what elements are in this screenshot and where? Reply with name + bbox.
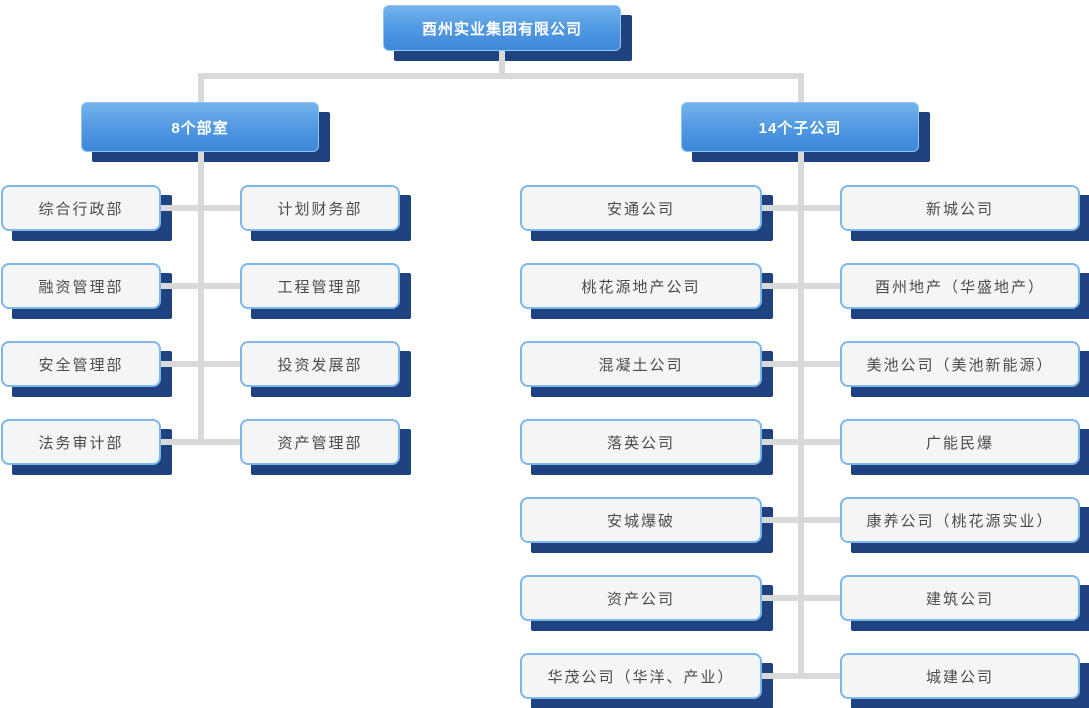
subsidiary-label: 美池公司（美池新能源） <box>866 356 1054 374</box>
connector-trunk-subsidiaries <box>798 79 804 679</box>
connector-trunk-departments <box>198 79 204 445</box>
subsidiary-node: 桃花源地产公司 <box>520 263 773 319</box>
root-node: 酉州实业集团有限公司 <box>383 5 632 61</box>
subsidiary-node: 城建公司 <box>840 653 1089 708</box>
subsidiary-label: 城建公司 <box>925 668 994 686</box>
department-label: 资产管理部 <box>277 434 363 452</box>
subsidiary-node: 酉州地产（华盛地产） <box>840 263 1089 319</box>
department-label: 安全管理部 <box>38 356 124 374</box>
department-node: 综合行政部 <box>1 185 172 241</box>
connector-dept-row <box>161 205 240 211</box>
subsidiary-node: 混凝土公司 <box>520 341 773 397</box>
root-node-label: 酉州实业集团有限公司 <box>421 20 582 38</box>
connector-sub-row <box>762 439 840 445</box>
subsidiary-label: 安城爆破 <box>606 512 675 530</box>
subsidiary-label: 广能民爆 <box>925 434 994 452</box>
department-node: 资产管理部 <box>240 419 411 475</box>
department-node: 安全管理部 <box>1 341 172 397</box>
department-label: 计划财务部 <box>277 200 363 218</box>
subsidiary-node: 安城爆破 <box>520 497 773 553</box>
subsidiary-label: 新城公司 <box>925 200 994 218</box>
department-node: 投资发展部 <box>240 341 411 397</box>
subsidiary-node: 康养公司（桃花源实业） <box>840 497 1089 553</box>
connector-top-horizontal <box>198 73 804 79</box>
connector-sub-row <box>762 673 840 679</box>
subsidiary-label: 建筑公司 <box>925 590 994 608</box>
subsidiary-label: 桃花源地产公司 <box>581 278 701 296</box>
subsidiary-node: 落英公司 <box>520 419 773 475</box>
department-label: 投资发展部 <box>277 356 363 374</box>
departments-group-node: 8个部室 <box>81 102 330 162</box>
subsidiaries-group-node: 14个子公司 <box>681 102 930 162</box>
subsidiary-label: 华茂公司（华洋、产业） <box>547 668 735 686</box>
subsidiary-label: 混凝土公司 <box>598 356 684 374</box>
department-node: 计划财务部 <box>240 185 411 241</box>
departments-group-label: 8个部室 <box>171 119 229 137</box>
subsidiaries-group-label: 14个子公司 <box>758 119 842 137</box>
department-node: 融资管理部 <box>1 263 172 319</box>
connector-sub-row <box>762 517 840 523</box>
department-label: 工程管理部 <box>277 278 363 296</box>
subsidiary-node: 广能民爆 <box>840 419 1089 475</box>
subsidiary-label: 安通公司 <box>606 200 675 218</box>
subsidiary-node: 新城公司 <box>840 185 1089 241</box>
connector-dept-row <box>161 361 240 367</box>
subsidiary-node: 建筑公司 <box>840 575 1089 631</box>
connector-root-stub <box>499 51 505 79</box>
department-label: 综合行政部 <box>38 200 124 218</box>
connector-sub-row <box>762 595 840 601</box>
connector-sub-row <box>762 361 840 367</box>
subsidiary-node: 美池公司（美池新能源） <box>840 341 1089 397</box>
subsidiary-label: 酉州地产（华盛地产） <box>874 278 1045 296</box>
subsidiary-node: 资产公司 <box>520 575 773 631</box>
subsidiary-label: 落英公司 <box>606 434 675 452</box>
subsidiary-node: 华茂公司（华洋、产业） <box>520 653 773 708</box>
connector-dept-row <box>161 439 240 445</box>
department-node: 工程管理部 <box>240 263 411 319</box>
subsidiary-label: 资产公司 <box>606 590 675 608</box>
department-label: 融资管理部 <box>38 278 124 296</box>
connector-sub-row <box>762 205 840 211</box>
subsidiary-label: 康养公司（桃花源实业） <box>866 512 1054 530</box>
subsidiary-node: 安通公司 <box>520 185 773 241</box>
department-node: 法务审计部 <box>1 419 172 475</box>
department-label: 法务审计部 <box>38 434 124 452</box>
connector-dept-row <box>161 283 240 289</box>
connector-sub-row <box>762 283 840 289</box>
